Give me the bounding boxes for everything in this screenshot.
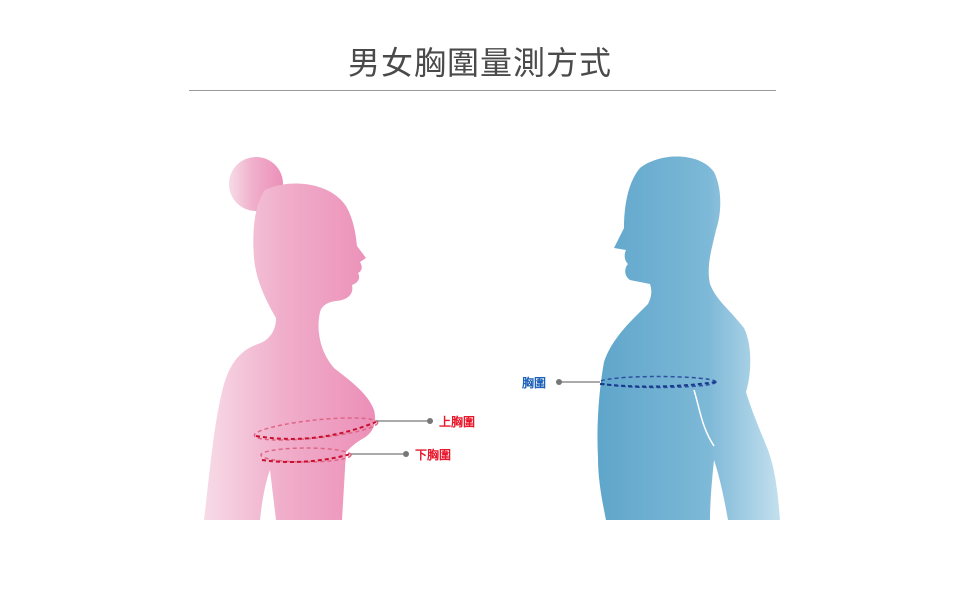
female-upper-chest-measure [253, 417, 433, 441]
female-lower-chest-measure [260, 447, 409, 463]
title-divider [189, 90, 776, 91]
male-silhouette [597, 156, 780, 520]
page-title: 男女胸圍量測方式 [347, 44, 612, 82]
female-silhouette [204, 157, 376, 520]
male-chest-label: 胸圍 [522, 375, 546, 390]
male-chest-measure [556, 375, 717, 389]
lower-chest-label: 下胸圍 [415, 447, 451, 462]
upper-chest-label: 上胸圍 [439, 414, 475, 429]
